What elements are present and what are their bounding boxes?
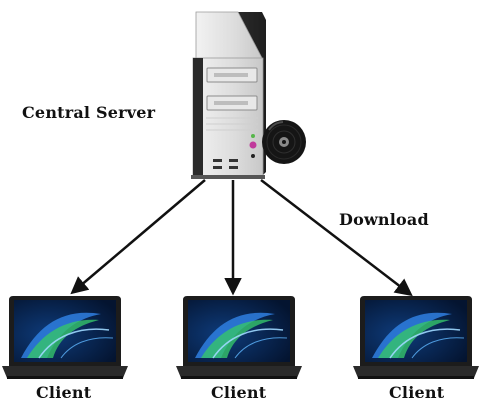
- server-label: Central Server: [22, 103, 156, 122]
- client-label-1: Client: [36, 383, 92, 402]
- laptop-icon-1: [2, 296, 128, 379]
- arrows: [70, 179, 413, 297]
- arrow-left: [70, 179, 206, 295]
- client-label-2: Client: [211, 383, 267, 402]
- laptop-icon-2: [176, 296, 302, 379]
- laptop-icon-3: [353, 296, 479, 379]
- client-label-3: Client: [389, 383, 445, 402]
- server-tower-icon: [191, 11, 266, 179]
- download-label: Download: [339, 210, 429, 229]
- arrow-right: [260, 179, 413, 297]
- disc-icon: [262, 120, 306, 164]
